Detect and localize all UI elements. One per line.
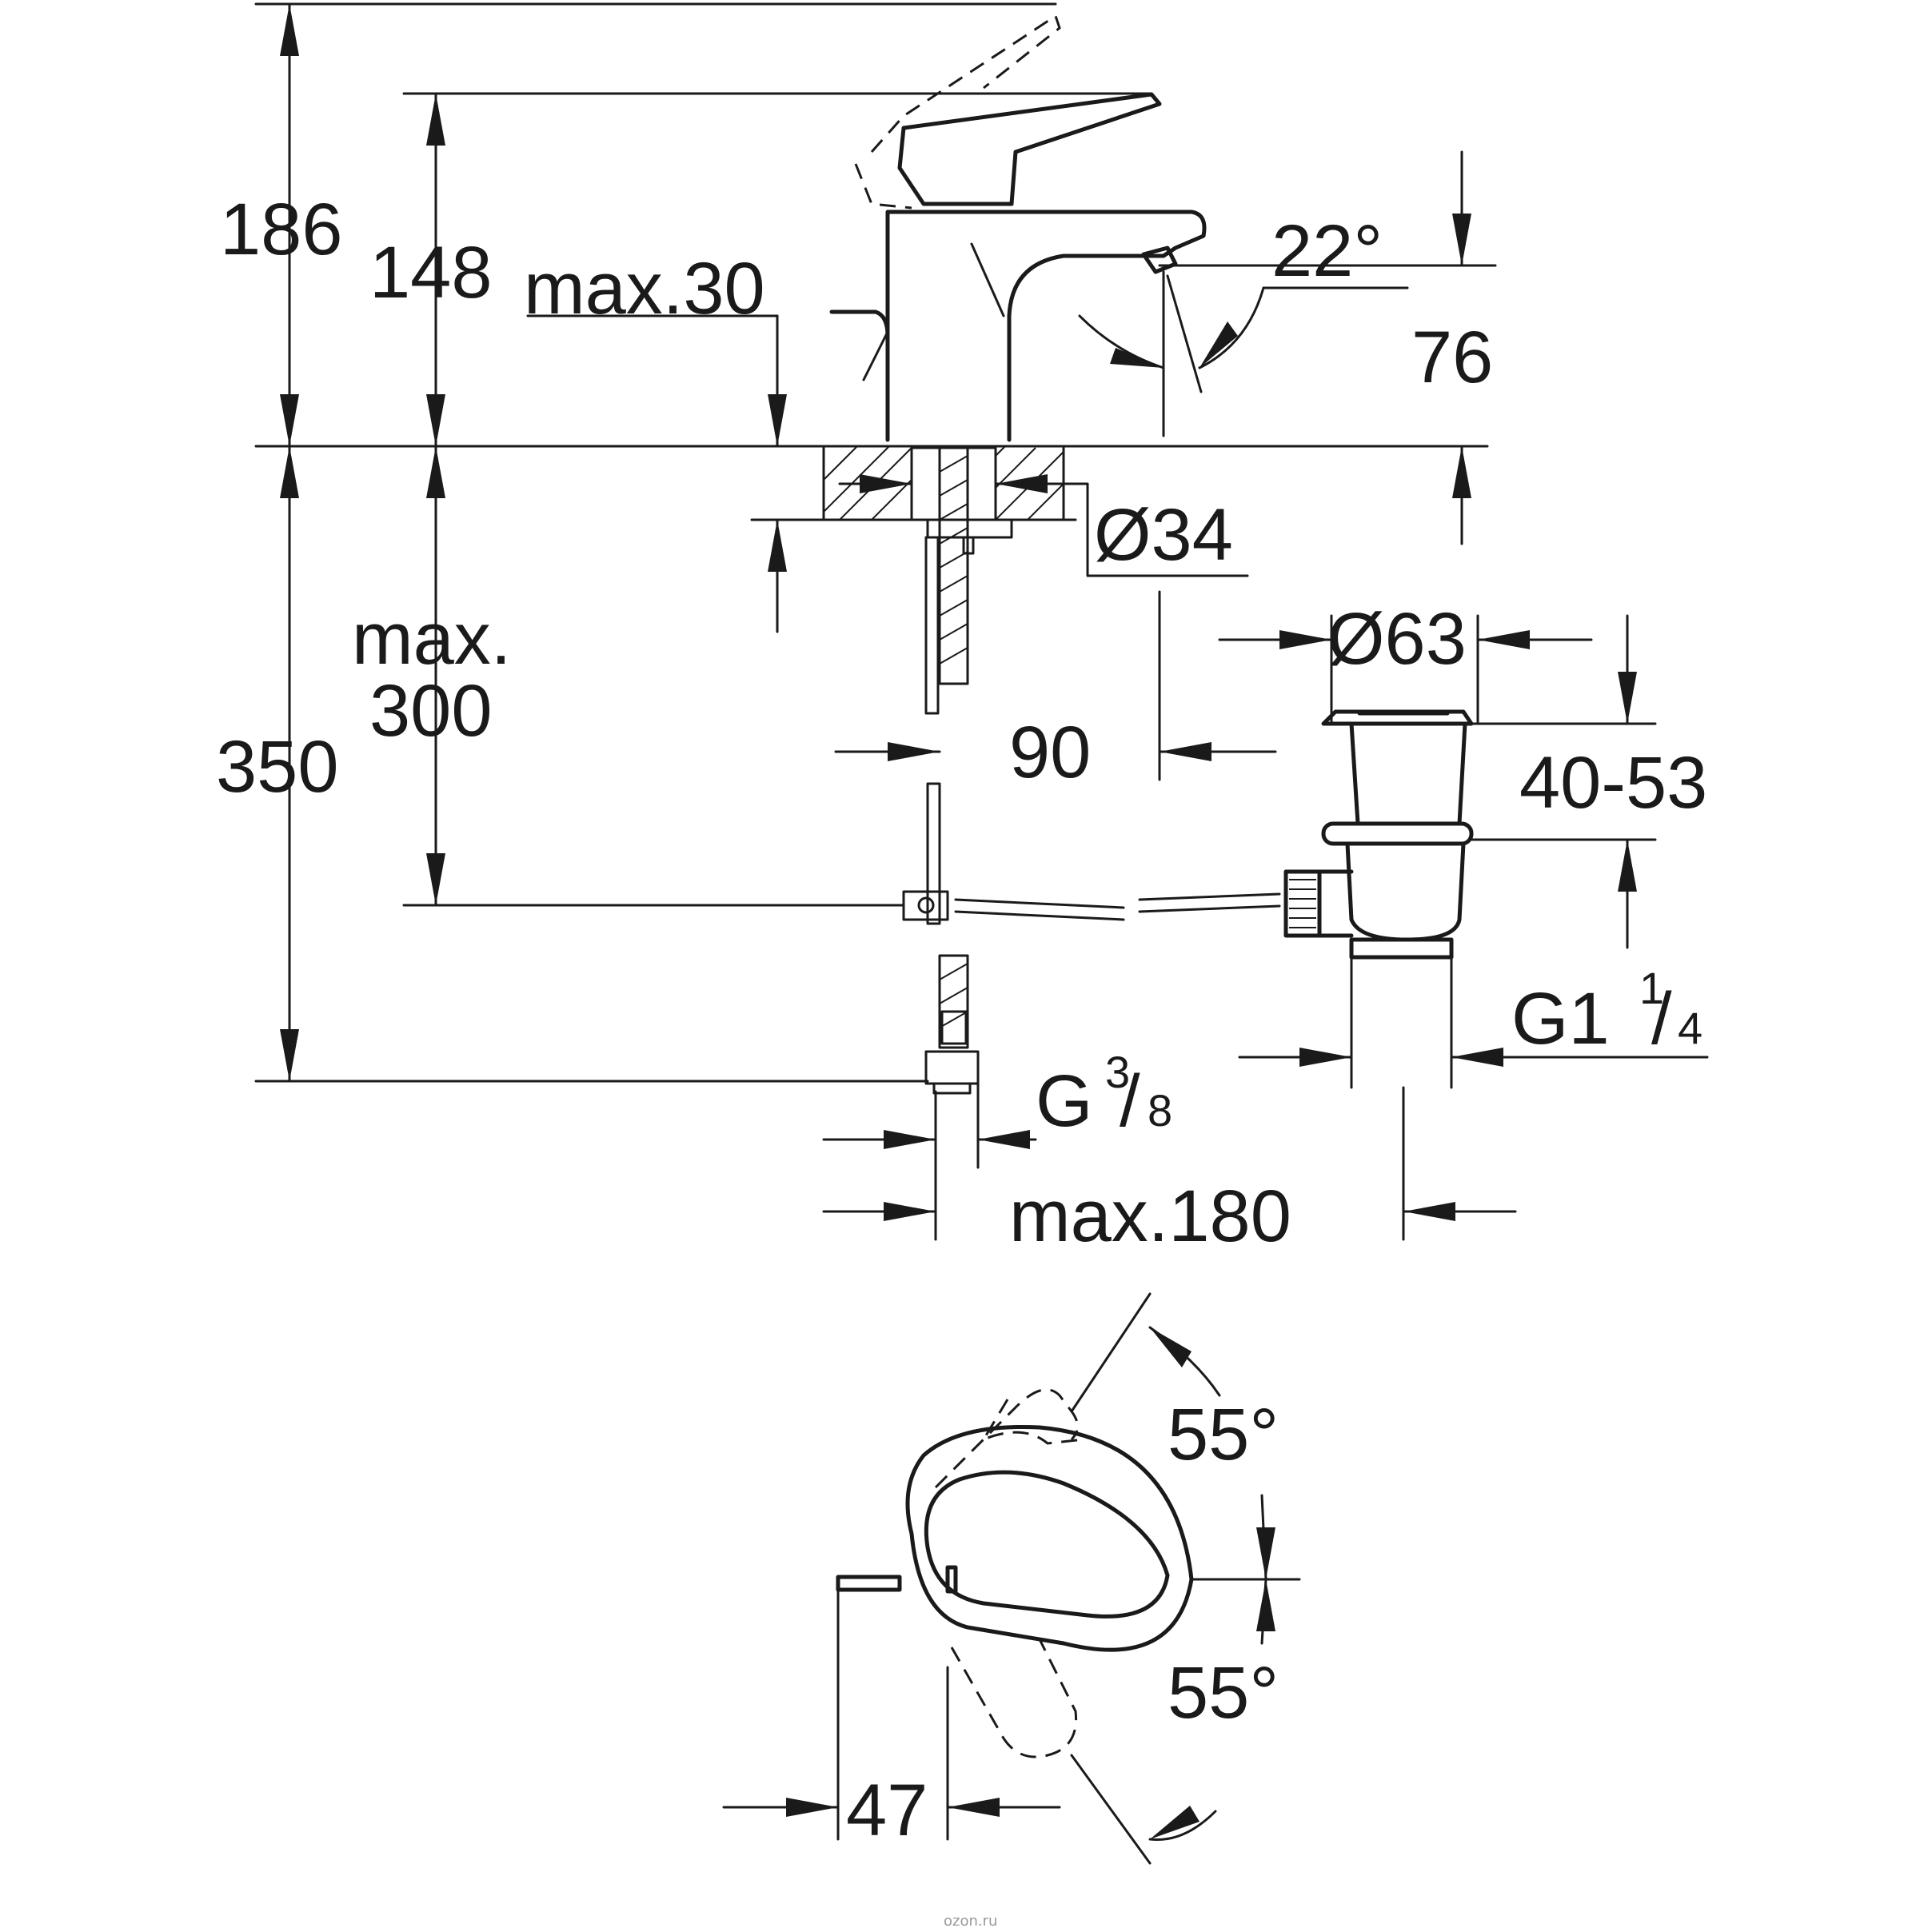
- dimension-lines: [254, 2, 1709, 1241]
- label-40-53: 40-53: [1519, 742, 1707, 824]
- label-350: 350: [216, 726, 339, 808]
- label-g-num: 3: [1105, 1047, 1130, 1097]
- label-dia-63: Ø63: [1327, 598, 1467, 680]
- label-g-den: 8: [1148, 1085, 1172, 1136]
- label-76: 76: [1411, 317, 1493, 398]
- label-max: max.: [352, 598, 511, 680]
- label-22-deg: 22°: [1271, 210, 1383, 292]
- label-g1-num: 1: [1639, 963, 1664, 1013]
- label-148: 148: [369, 232, 493, 313]
- label-g-main: G: [1036, 1060, 1093, 1142]
- label-g1-main: G1: [1511, 978, 1610, 1060]
- label-g-slash: /: [1120, 1060, 1140, 1142]
- popup-linkage: [886, 890, 1281, 921]
- label-47: 47: [846, 1770, 928, 1851]
- label-g1-slash: /: [1651, 978, 1672, 1060]
- faucet-top-view: [836, 1388, 1194, 1758]
- label-186: 186: [220, 189, 343, 270]
- label-90: 90: [1009, 712, 1091, 793]
- label-g1-den: 4: [1678, 1003, 1702, 1053]
- dimension-labels: 186 148 max.30 22° 76 Ø34 Ø63 max. 300 3…: [216, 189, 1707, 1930]
- drain-waste: [1283, 709, 1474, 1089]
- faucet-side-view: [829, 14, 1207, 442]
- watermark: ozon.ru: [944, 1913, 997, 1930]
- label-dia-34: Ø34: [1094, 494, 1233, 576]
- label-55-deg-bottom: 55°: [1168, 1652, 1279, 1734]
- label-300: 300: [369, 670, 493, 752]
- label-55-deg-top: 55°: [1168, 1394, 1279, 1475]
- supply-hoses: [924, 446, 980, 1095]
- label-max-180: max.180: [1009, 1176, 1291, 1257]
- top-view-dimensions: [722, 1292, 1301, 1865]
- label-max-30: max.30: [524, 248, 765, 329]
